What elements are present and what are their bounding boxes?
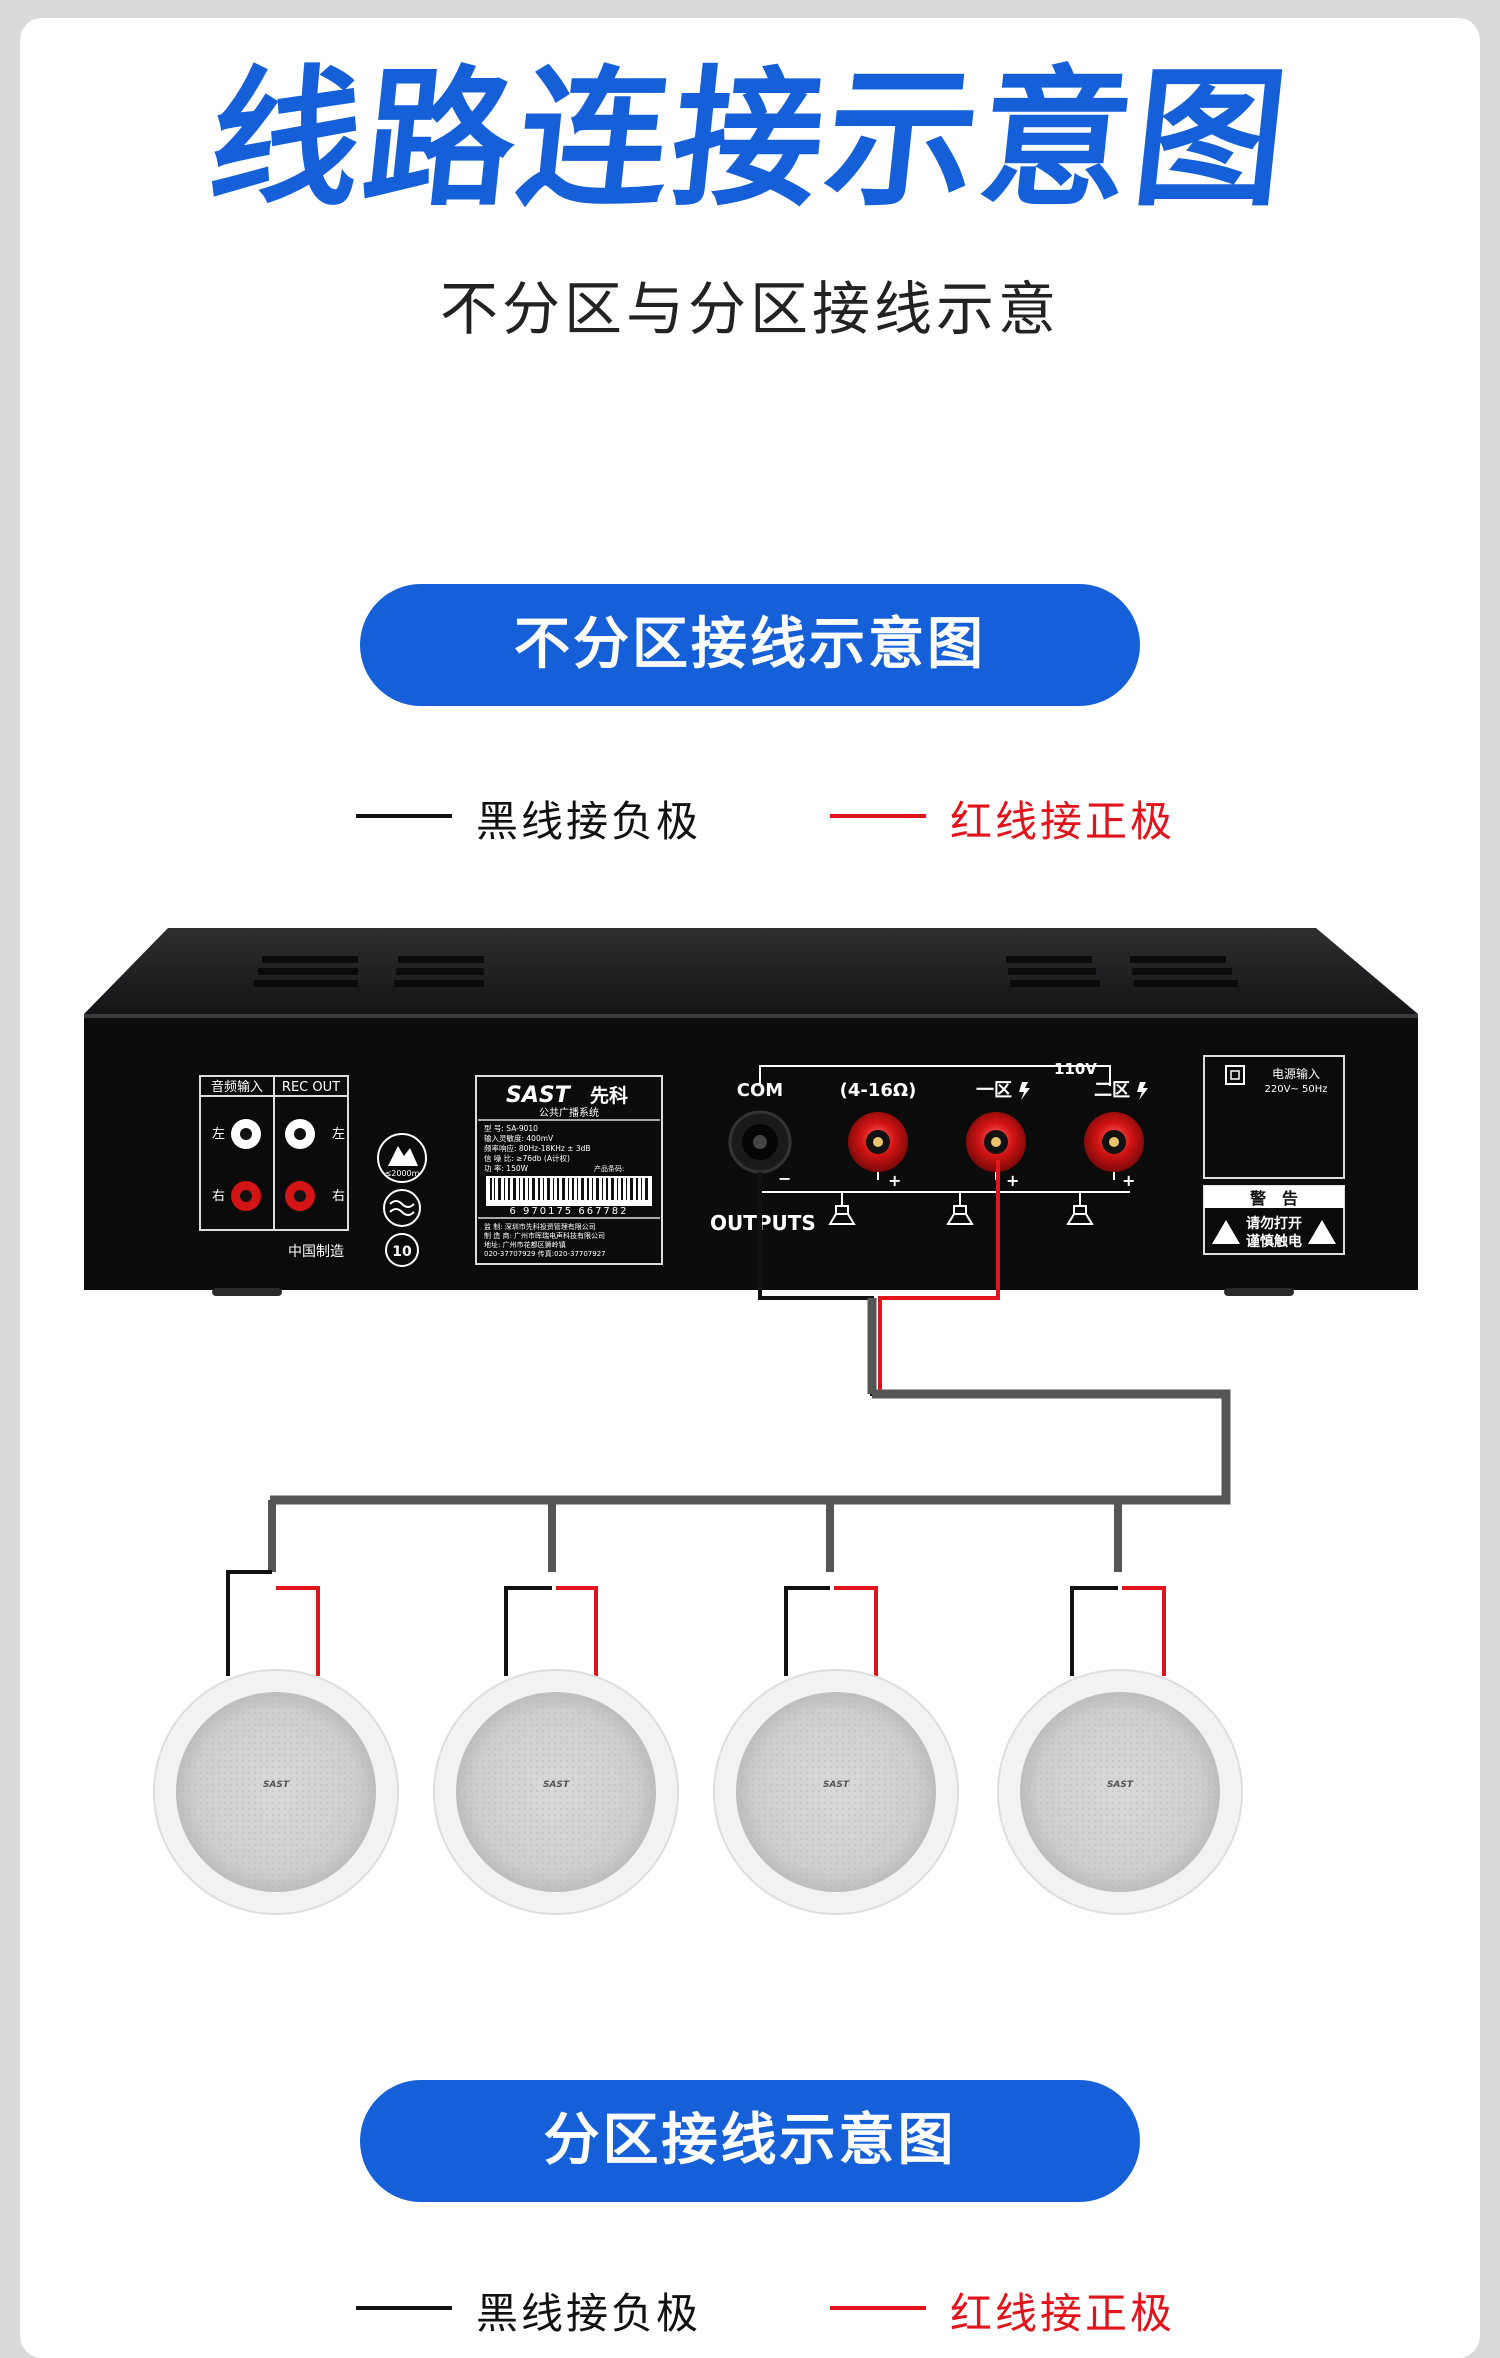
power-in-label: 电源输入 — [1272, 1066, 1320, 1081]
maker-line: 020-37707929 传真:020-37707927 — [484, 1249, 606, 1258]
legend-black-label: 黑线接负极 — [476, 2289, 702, 2338]
ceiling-speakers: SAST SAST SAST SAST — [153, 1669, 1243, 1915]
wire-cable-trunk — [270, 1389, 1231, 1505]
wire-legend: 黑线接负极 红线接正极 — [0, 784, 1500, 846]
section-pill-zoned: 分区接线示意图 — [360, 2080, 1140, 2202]
barcode-bars — [490, 1178, 648, 1200]
power-spec-label: 220V~ 50Hz — [1265, 1084, 1328, 1095]
spec-line: 功 率: 150W — [484, 1163, 529, 1173]
power-panel: 电源输入 220V~ 50Hz 警 告 请勿打开 谨慎触电 — [1203, 1055, 1345, 1255]
barcode-number: 6 970175 667782 — [509, 1206, 628, 1217]
maker-line: 地址: 广州市花都区狮岭镇 — [484, 1240, 566, 1249]
spec-line: 输入灵敏度: 400mV — [484, 1133, 554, 1143]
vent-slots — [254, 956, 1238, 987]
audio-in-label: 音频输入 — [211, 1079, 263, 1095]
spec-label: SAST 先科 公共广播系统 型 号: SA-9010 输入灵敏度: 400mV… — [475, 1075, 663, 1265]
impedance-label: (4-16Ω) — [840, 1080, 917, 1101]
minus-label: − — [778, 1169, 791, 1188]
legend-black-line — [356, 2306, 452, 2310]
right-label-2: 右 — [332, 1189, 345, 1204]
amplifier: 音频输入 REC OUT 左 左 右 右 中国制造 ≤2000m 10 SAST — [84, 928, 1418, 1296]
brand-sub: 公共广播系统 — [539, 1106, 599, 1119]
wire-red-trunk — [878, 1160, 1000, 1394]
spec-line: 信 噪 比: ≥76db (A计权) — [484, 1153, 570, 1163]
right-label-1: 右 — [212, 1189, 225, 1204]
warning-icon — [1308, 1220, 1336, 1244]
altitude-label: ≤2000m — [385, 1169, 420, 1178]
page-subtitle: 不分区与分区接线示意 — [439, 275, 1060, 343]
speaker-brand: SAST — [823, 1780, 850, 1790]
ceiling-speaker: SAST — [997, 1669, 1243, 1915]
section-pill-unzoned: 不分区接线示意图 — [360, 584, 1140, 706]
amplifier-top — [84, 928, 1418, 1014]
spec-line: 型 号: SA-9010 — [484, 1124, 538, 1133]
speaker-drops — [268, 1500, 1122, 1572]
left-label-1: 左 — [212, 1127, 225, 1142]
legend-red-line — [830, 2306, 926, 2310]
brand-logo: SAST — [506, 1083, 572, 1108]
rec-out-label: REC OUT — [282, 1080, 340, 1095]
legend-red-line — [830, 814, 926, 818]
speaker-brand: SAST — [1107, 1780, 1134, 1790]
legend-red-label: 红线接正极 — [950, 2289, 1176, 2338]
product-no-label: 产品条码: — [594, 1164, 624, 1173]
voltage-label: 110V — [1054, 1060, 1097, 1078]
zone2-label: 二区 — [1094, 1080, 1130, 1101]
ceiling-speaker: SAST — [433, 1669, 679, 1915]
speaker-brand: SAST — [263, 1780, 290, 1790]
output-terminals: 110V COM (4-16Ω) 一区 二区 − + + + — [710, 1060, 1148, 1235]
brand-cn: 先科 — [590, 1084, 628, 1107]
made-in-label: 中国制造 — [288, 1244, 344, 1260]
ceiling-speaker: SAST — [153, 1669, 399, 1915]
zone1-label: 一区 — [976, 1080, 1012, 1101]
climate-icon — [383, 1189, 421, 1227]
legend-red-label: 红线接正极 — [950, 797, 1176, 846]
warning-text: 谨慎触电 — [1246, 1233, 1302, 1250]
legend-black-label: 黑线接负极 — [476, 797, 702, 846]
plus-label: + — [1122, 1171, 1135, 1190]
lightning-icon — [1019, 1082, 1030, 1100]
wiring — [226, 1160, 1231, 1676]
speaker-leads — [226, 1570, 1166, 1676]
recycle-years-icon — [385, 1233, 419, 1267]
plus-label: + — [1006, 1171, 1019, 1190]
warning-title: 警 告 — [1249, 1189, 1298, 1208]
altitude-icon — [377, 1133, 427, 1183]
cert-icons: ≤2000m 10 — [377, 1133, 427, 1267]
recycle-years-label: 10 — [392, 1244, 412, 1260]
outputs-label: OUTPUTS — [710, 1211, 816, 1235]
wire-legend: 黑线接负极 红线接正极 — [0, 2276, 1500, 2338]
legend-black-line — [356, 814, 452, 818]
com-label: COM — [737, 1080, 783, 1101]
power-icon — [1225, 1065, 1245, 1085]
warning-icon — [1212, 1220, 1240, 1244]
maker-line: 制 造 商: 广州市晖瑞电声科技有限公司 — [484, 1231, 605, 1240]
maker-line: 监 制: 深圳市先科投资管理有限公司 — [484, 1222, 596, 1231]
speaker-symbol-icon — [828, 1192, 1094, 1225]
rca-panel: 音频输入 REC OUT 左 左 右 右 中国制造 — [199, 1075, 349, 1260]
plus-label: + — [888, 1171, 901, 1190]
warning-text: 请勿打开 — [1246, 1215, 1302, 1232]
left-label-2: 左 — [332, 1127, 345, 1142]
ceiling-speaker: SAST — [713, 1669, 959, 1915]
lightning-icon — [1137, 1082, 1148, 1100]
speaker-brand: SAST — [543, 1780, 570, 1790]
spec-line: 频率响应: 80Hz-18KHz ± 3dB — [484, 1143, 591, 1153]
